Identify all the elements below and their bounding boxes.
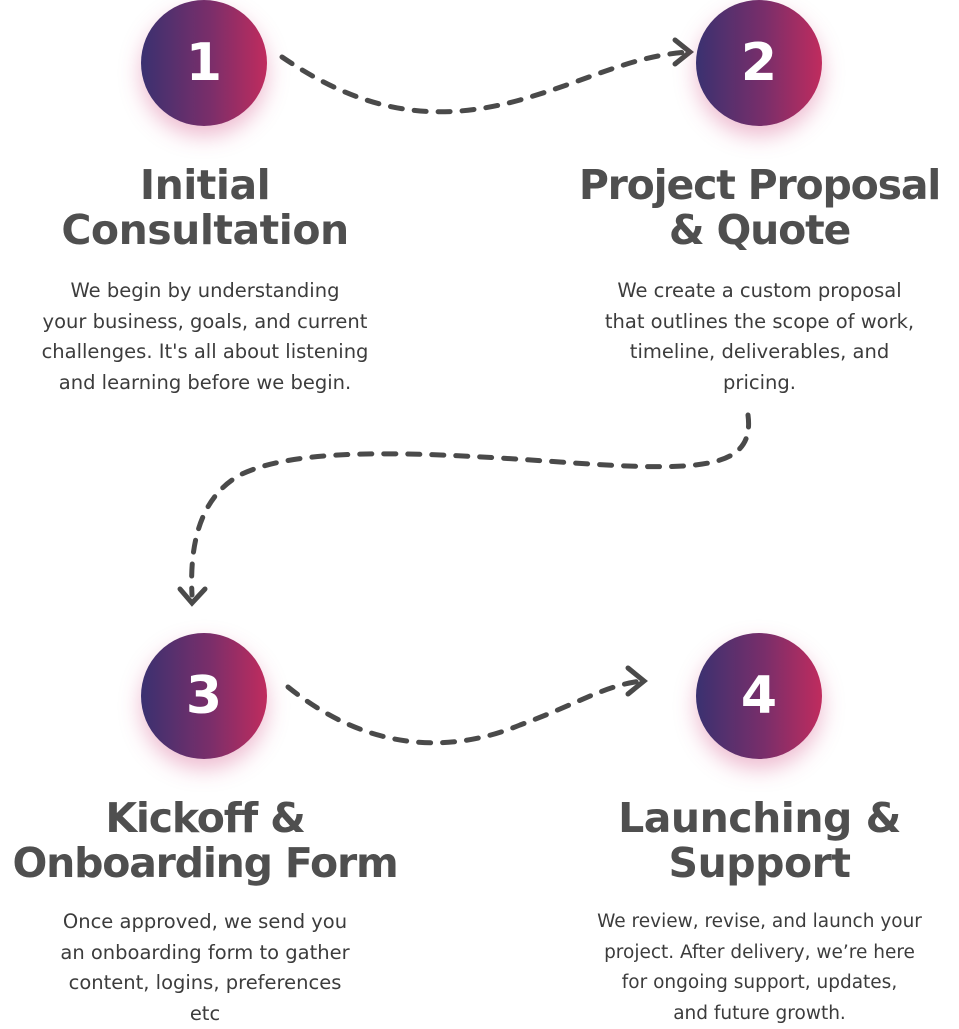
desc-line: and future growth.	[673, 1002, 846, 1024]
step-number: 4	[740, 666, 778, 726]
step-number-badge: 1	[141, 0, 267, 126]
step-title: Launching & Support	[560, 796, 959, 886]
step-description: We begin by understanding your business,…	[0, 276, 410, 398]
step-3: 3 Kickoff & Onboarding Form Once approve…	[0, 633, 410, 1025]
step-description: Once approved, we send you an onboarding…	[0, 907, 410, 1029]
desc-line: for ongoing support, updates,	[621, 972, 898, 993]
step-title-line: Kickoff &	[105, 794, 306, 842]
step-1: 1 Initial Consultation We begin by under…	[0, 0, 410, 400]
arrow-1-to-2	[279, 49, 691, 115]
step-title-line: Consultation	[61, 206, 349, 254]
desc-line: We review, revise, and launch your	[597, 911, 922, 932]
step-number-badge: 3	[141, 633, 267, 759]
desc-line: We create a custom proposal	[617, 279, 902, 302]
desc-line: pricing.	[723, 370, 796, 394]
arrow-head-2-to-3	[177, 586, 208, 607]
desc-line: Once approved, we send you	[62, 910, 348, 933]
arrow-head-1-to-2	[672, 37, 695, 67]
step-number-badge: 4	[696, 633, 822, 759]
step-number: 3	[185, 666, 223, 726]
desc-line: challenges. It's all about listening	[41, 340, 369, 363]
step-2: 2 Project Proposal & Quote We create a c…	[560, 0, 959, 400]
desc-line: timeline, deliverables, and	[629, 340, 890, 363]
step-description: We review, revise, and launch your proje…	[560, 907, 959, 1029]
desc-line: and learning before we begin.	[58, 370, 352, 394]
step-title-line: & Quote	[668, 206, 851, 254]
desc-line: We begin by understanding	[70, 279, 340, 302]
arrow-2-to-3	[189, 412, 752, 598]
step-title-line: Onboarding Form	[12, 839, 398, 887]
desc-line: that outlines the scope of work,	[604, 309, 915, 333]
step-description: We create a custom proposal that outline…	[560, 276, 959, 398]
desc-line: your business, goals, and current	[42, 309, 368, 333]
arrow-3-to-4	[285, 678, 645, 746]
step-title-line: Initial	[139, 161, 271, 209]
step-title-line: Project Proposal	[578, 161, 942, 209]
step-title: Project Proposal & Quote	[560, 163, 959, 253]
step-4: 4 Launching & Support We review, revise,…	[560, 633, 959, 1024]
desc-line: an onboarding form to gather	[60, 940, 350, 964]
step-title-line: Support	[668, 839, 851, 887]
desc-line: content, logins, preferences	[68, 971, 342, 994]
arrow-head-3-to-4	[625, 665, 648, 697]
step-title: Kickoff & Onboarding Form	[0, 796, 410, 886]
step-title: Initial Consultation	[0, 163, 410, 253]
step-number-badge: 2	[696, 0, 822, 126]
step-number: 2	[740, 33, 778, 93]
desc-line: project. After delivery, we’re here	[604, 941, 915, 963]
step-title-line: Launching &	[618, 794, 901, 842]
desc-line: etc	[189, 1001, 221, 1025]
step-number: 1	[185, 33, 223, 93]
